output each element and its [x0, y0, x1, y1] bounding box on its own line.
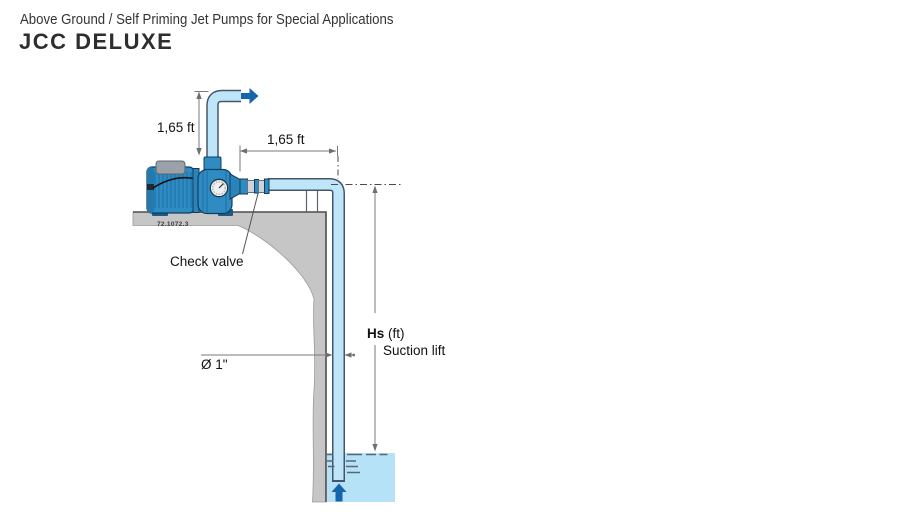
- suction-head-symbol: Hs: [367, 326, 385, 341]
- discharge-flow-arrow-icon: [241, 88, 259, 104]
- valve-silver-body: [247, 180, 255, 193]
- cable-connector: [147, 184, 154, 190]
- pipe-support-legs: [305, 191, 319, 212]
- pipe-diameter-label: Ø 1": [201, 357, 228, 372]
- check-valve-assembly: [239, 178, 270, 195]
- ground-shape: [132, 211, 327, 503]
- pump-discharge-fitting: [203, 156, 222, 171]
- pressure-gauge-icon: [209, 178, 229, 198]
- check-valve-label: Check valve: [170, 254, 244, 269]
- suction-head-unit: (ft): [384, 326, 405, 341]
- suction-pipe: [268, 178, 345, 482]
- jet-pump: [146, 156, 270, 216]
- valve-blue-ring: [254, 179, 259, 194]
- suction-lift-label: Suction lift: [383, 343, 446, 358]
- valve-blue-ring: [264, 178, 270, 194]
- discharge-pipe: [206, 88, 259, 163]
- drawing-code-label: 72.1072.3: [157, 221, 189, 228]
- page-subtitle: Above Ground / Self Priming Jet Pumps fo…: [20, 11, 394, 28]
- discharge-height-dimension-label: 1,65 ft: [157, 120, 195, 135]
- suction-flow-arrow-icon: [331, 483, 347, 502]
- motor-cooling-fins: [154, 172, 192, 208]
- dimension-arrowheads: [196, 91, 378, 452]
- valve-blue-fitting: [239, 178, 248, 195]
- suction-head-label: Hs (ft): [367, 326, 405, 342]
- motor-cap: [155, 160, 186, 175]
- horizontal-offset-dimension-label: 1,65 ft: [267, 132, 305, 147]
- valve-silver-body: [258, 180, 265, 193]
- check-valve-leader: [242, 193, 259, 255]
- discharge-pipe-fill: [207, 91, 241, 163]
- suction-pipe-fill: [268, 179, 344, 480]
- ground-platform: [132, 191, 327, 503]
- pump-outlet-cone: [229, 173, 242, 200]
- page-title: JCC DELUXE: [19, 29, 174, 54]
- water-level-dashes: [327, 453, 388, 474]
